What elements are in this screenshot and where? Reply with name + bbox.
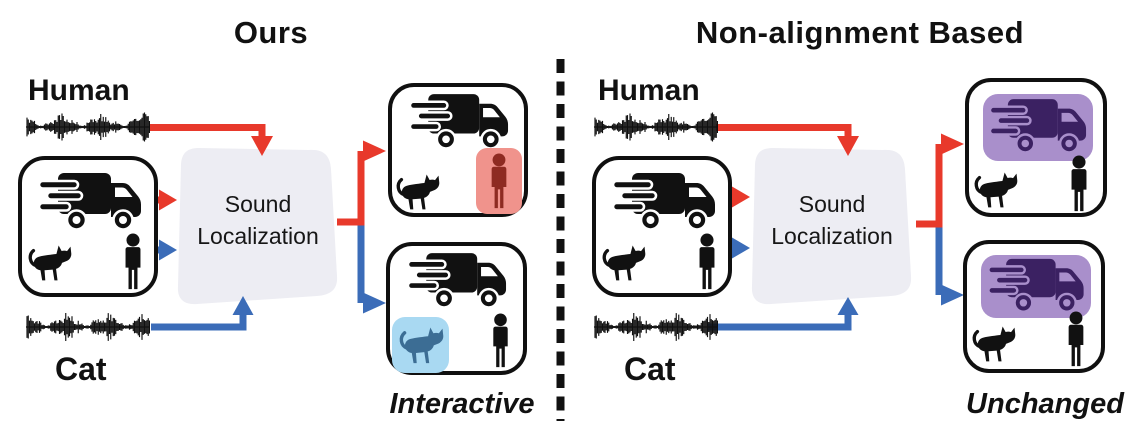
output-arrow-blue — [935, 223, 964, 306]
person-icon — [1062, 311, 1090, 368]
sound-localization-label: Sound Localization — [182, 188, 334, 252]
sound-localization-line1: Sound — [798, 191, 866, 217]
truck-highlight — [981, 255, 1091, 318]
truck-icon — [989, 98, 1087, 155]
truck-icon — [987, 258, 1085, 314]
interactive-caption: Interactive — [389, 388, 535, 420]
truck-icon — [409, 93, 509, 151]
image-input-arrow-blue — [156, 239, 177, 261]
sound-localization-line1: Sound — [224, 191, 292, 217]
output-box-unchanged-top — [965, 78, 1107, 217]
cat-icon — [600, 243, 646, 285]
cat-label: Cat — [55, 351, 107, 387]
human-audio-arrow — [716, 124, 859, 156]
cat-label: Cat — [624, 351, 676, 387]
cat-audio-arrow — [151, 296, 254, 331]
truck-highlight — [983, 94, 1093, 161]
truck-icon — [612, 172, 716, 232]
sound-localization-box — [177, 148, 338, 305]
cat-audio-arrow — [707, 297, 859, 331]
left-panel-title: Ours — [233, 15, 309, 50]
truck-icon — [38, 172, 142, 232]
cat-highlight — [392, 317, 449, 373]
human-waveform-icon — [26, 112, 150, 142]
person-highlight — [476, 148, 522, 214]
cat-waveform-icon — [594, 313, 718, 341]
truck-icon — [407, 252, 507, 310]
output-arrow-blue — [357, 221, 386, 314]
sound-localization-line2: Localization — [197, 223, 319, 250]
person-icon — [487, 313, 514, 369]
cat-waveform-icon — [26, 313, 150, 341]
human-label: Human — [28, 74, 130, 107]
sound-localization-label: Sound Localization — [756, 188, 908, 252]
cat-icon — [397, 325, 444, 368]
output-box-unchanged-bottom — [963, 240, 1105, 373]
image-input-arrow-red — [156, 189, 177, 211]
sound-localization-line2: Localization — [771, 223, 893, 250]
human-audio-arrow — [149, 124, 273, 156]
person-icon — [1065, 155, 1093, 213]
person-icon — [119, 233, 147, 291]
input-image-box — [18, 156, 158, 297]
sound-localization-box — [751, 148, 912, 305]
input-image-box — [592, 156, 732, 297]
output-box-human-sound — [388, 83, 528, 217]
person-icon — [485, 153, 513, 210]
output-box-cat-sound — [386, 242, 527, 375]
output-arrow-red — [337, 140, 386, 226]
right-panel-title: Non-alignment Based — [695, 15, 1025, 50]
cat-icon — [972, 170, 1018, 212]
person-icon — [693, 233, 721, 291]
cat-icon — [970, 324, 1016, 366]
unchanged-caption: Unchanged — [966, 388, 1124, 420]
cat-icon — [394, 172, 440, 214]
image-input-arrow-blue — [729, 237, 750, 259]
cat-icon — [26, 243, 72, 285]
output-arrow-red — [916, 133, 964, 228]
human-waveform-icon — [594, 112, 718, 142]
image-input-arrow-red — [729, 186, 750, 208]
human-label: Human — [598, 74, 700, 107]
